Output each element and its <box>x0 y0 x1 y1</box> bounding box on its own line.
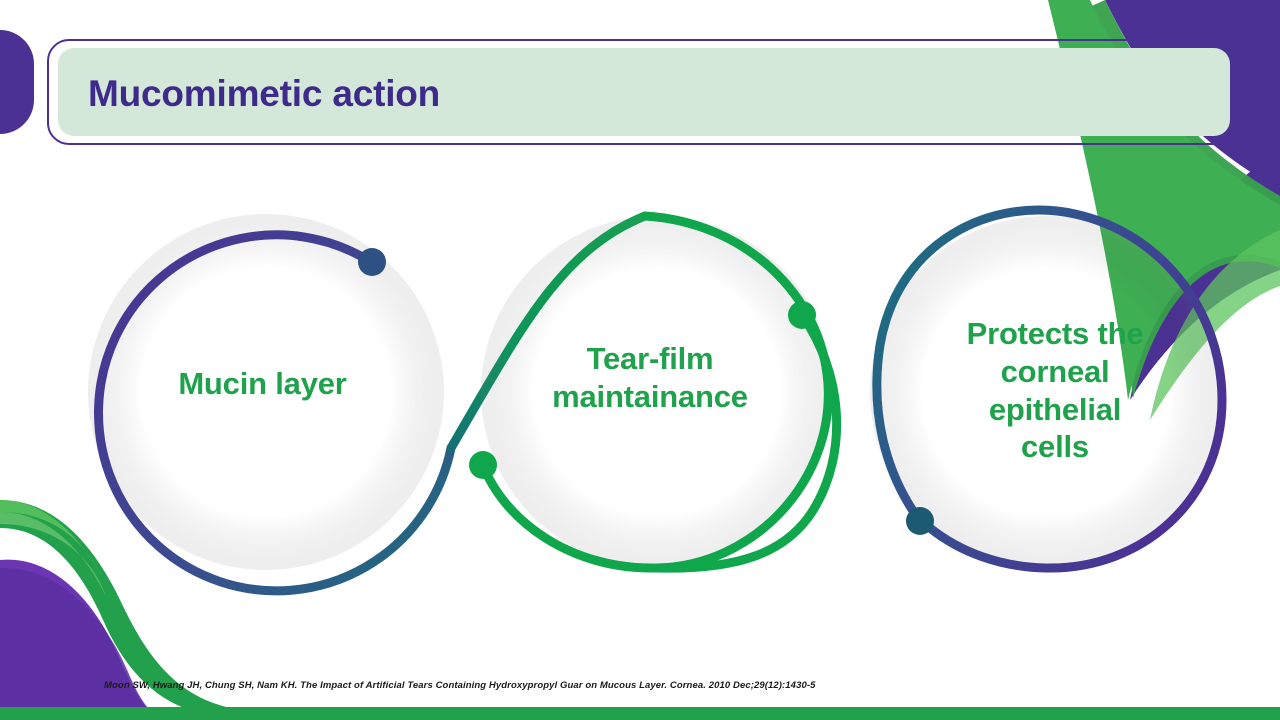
flow-node-label-protects-corneal-epithelial-cells: Protects the corneal epithelial cells <box>890 315 1220 466</box>
bottom-green-bar <box>0 707 1280 720</box>
mucomimetic-flow-diagram: Mucin layer Tear-film maintainance Prote… <box>0 150 1280 620</box>
flow-node-2-line-2: maintainance <box>552 378 748 414</box>
header-accent-blob <box>0 30 34 134</box>
flow-node-3-line-2: corneal <box>1000 353 1110 389</box>
flow-node-label-tear-film-maintainance: Tear-film maintainance <box>490 340 810 416</box>
header-fill <box>58 48 1230 136</box>
flow-node-3-line-1: Protects the <box>966 316 1144 351</box>
flow-node-3-line-4: cells <box>1021 429 1089 465</box>
flow-node-2-line-1: Tear-film <box>586 341 714 376</box>
flow-node-3-line-3: epithelial <box>988 391 1122 427</box>
header-frame <box>47 39 1237 145</box>
flow-node-label-mucin-layer: Mucin layer <box>178 366 347 401</box>
page-title: Mucomimetic action <box>88 73 441 114</box>
citation-text: Moon SW, Hwang JH, Chung SH, Nam KH. The… <box>104 680 816 691</box>
